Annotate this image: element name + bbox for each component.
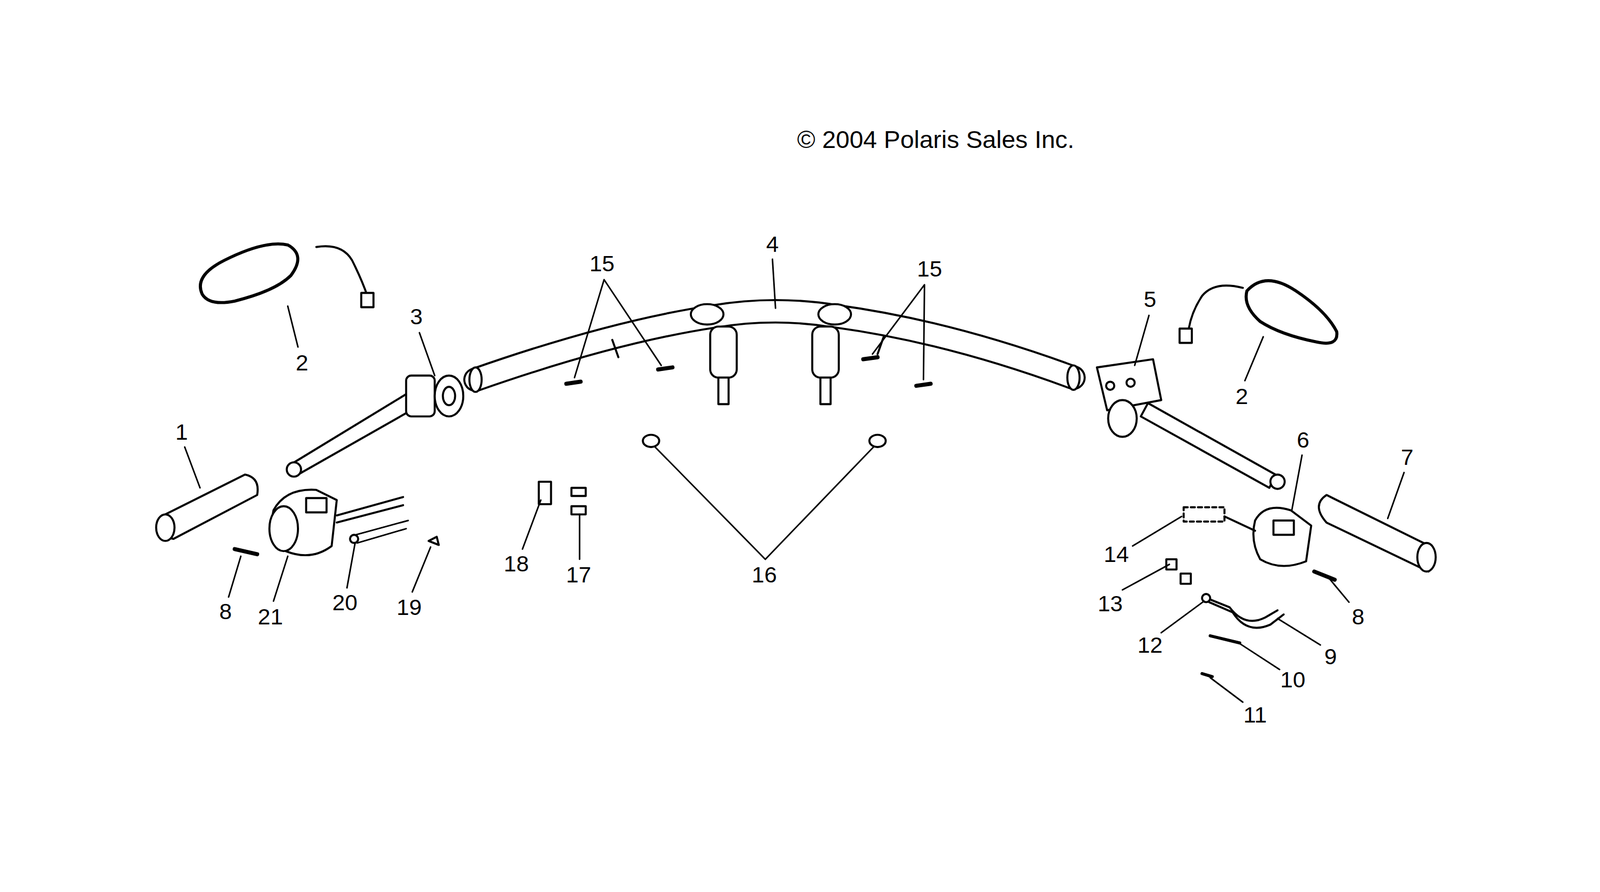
callout-number: 16 [751,563,777,586]
callout-number: 14 [1103,542,1129,566]
callout-number: 1 [175,420,188,443]
callout-number: 8 [1351,604,1365,628]
callout-number: 21 [258,604,284,628]
callout-number: 8 [219,600,232,623]
callout-number: 4 [766,232,780,255]
callout-number: 11 [1243,702,1267,726]
callout-number: 15 [916,257,943,280]
callout-number: 13 [1097,591,1123,615]
callout-number: 6 [1296,428,1310,452]
callout-number: 18 [503,551,529,575]
callout-number: 3 [410,304,423,328]
callout-number: 9 [1324,644,1338,668]
callout-number: 10 [1280,668,1306,691]
callout-number: 7 [1400,445,1414,469]
callout-number: 2 [1235,384,1248,408]
callout-number: 20 [332,590,358,614]
callout-number: 15 [589,251,615,275]
callout-number: 5 [1143,287,1157,311]
callout-number: 17 [566,563,592,586]
callout-number: 19 [396,595,422,619]
callout-number: 2 [295,350,309,374]
copyright-note: © 2004 Polaris Sales Inc. [797,126,1075,152]
callout-number: 12 [1137,633,1163,657]
